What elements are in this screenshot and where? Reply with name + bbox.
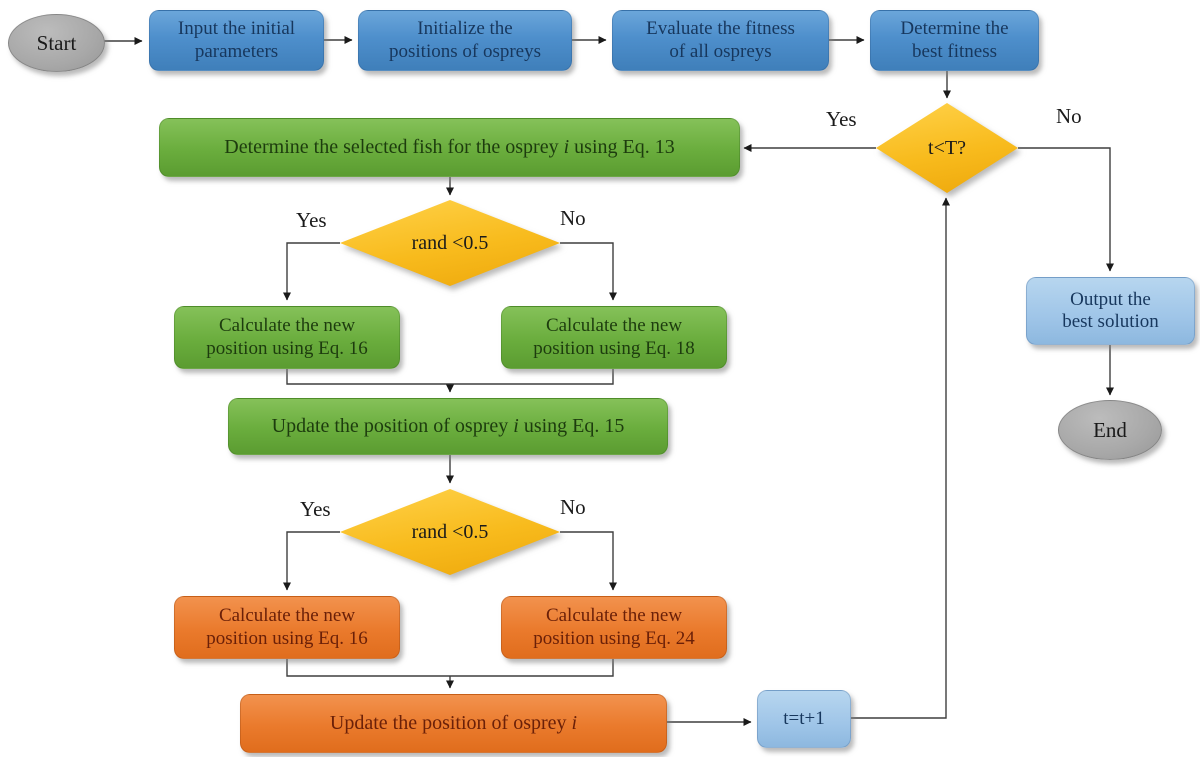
update-eq15-text-italic: i bbox=[513, 414, 519, 437]
update-position-text-before: Update the position of osprey bbox=[329, 711, 572, 734]
initialize-positions-box: Initialize the positions of ospreys bbox=[358, 10, 572, 71]
update-eq15-text-before: Update the position of osprey bbox=[271, 414, 514, 437]
evaluate-fitness-label: Evaluate the fitness of all ospreys bbox=[646, 18, 795, 62]
calc-eq16-orange-box: Calculate the new position using Eq. 16 bbox=[174, 596, 400, 659]
calc-eq16-green-box: Calculate the new position using Eq. 16 bbox=[174, 306, 400, 369]
determine-fish-text-italic: i bbox=[563, 135, 570, 158]
input-parameters-box: Input the initial parameters bbox=[149, 10, 324, 71]
iteration-check-label: t<T? bbox=[928, 136, 966, 159]
end-terminal: End bbox=[1058, 400, 1162, 460]
rand-check-1-diamond: rand <0.5 bbox=[340, 200, 560, 286]
determine-fish-text-before: Determine the selected fish for the ospr… bbox=[224, 135, 564, 158]
calc-eq24-orange-box: Calculate the new position using Eq. 24 bbox=[501, 596, 727, 659]
calc-eq16-orange-label: Calculate the new position using Eq. 16 bbox=[206, 605, 368, 649]
update-eq15-text-after: using Eq. 15 bbox=[518, 414, 625, 437]
iteration-no-label: No bbox=[1056, 104, 1082, 128]
increment-iteration-label: t=t+1 bbox=[783, 707, 825, 729]
end-label: End bbox=[1093, 417, 1127, 442]
evaluate-fitness-box: Evaluate the fitness of all ospreys bbox=[612, 10, 829, 71]
determine-selected-fish-box: Determine the selected fish for the ospr… bbox=[159, 118, 740, 177]
increment-iteration-box: t=t+1 bbox=[757, 690, 851, 748]
rand-check-2-label: rand <0.5 bbox=[411, 520, 489, 543]
iteration-yes-label: Yes bbox=[826, 107, 857, 131]
initialize-positions-label: Initialize the positions of ospreys bbox=[389, 18, 541, 62]
output-best-solution-label: Output the best solution bbox=[1062, 288, 1159, 332]
rand1-yes-label: Yes bbox=[296, 208, 327, 232]
determine-best-fitness-label: Determine the best fitness bbox=[900, 18, 1009, 62]
start-label: Start bbox=[36, 30, 77, 55]
determine-fish-text-after: using Eq. 13 bbox=[569, 135, 675, 158]
calc-eq18-green-label: Calculate the new position using Eq. 18 bbox=[533, 315, 695, 359]
determine-best-fitness-box: Determine the best fitness bbox=[870, 10, 1039, 71]
update-position-box: Update the position of osprey i bbox=[240, 694, 667, 753]
calc-eq16-green-label: Calculate the new position using Eq. 16 bbox=[206, 315, 368, 359]
rand1-no-label: No bbox=[560, 206, 586, 230]
input-parameters-label: Input the initial parameters bbox=[177, 18, 296, 62]
rand-check-2-diamond: rand <0.5 bbox=[340, 489, 560, 575]
rand2-no-label: No bbox=[560, 495, 586, 519]
start-terminal: Start bbox=[8, 14, 105, 72]
rand-check-1-label: rand <0.5 bbox=[411, 231, 489, 254]
iteration-check-diamond: t<T? bbox=[876, 103, 1018, 193]
calc-eq18-green-box: Calculate the new position using Eq. 18 bbox=[501, 306, 727, 369]
calc-eq24-orange-label: Calculate the new position using Eq. 24 bbox=[533, 605, 695, 649]
update-position-eq15-box: Update the position of osprey i using Eq… bbox=[228, 398, 668, 455]
update-position-text-italic: i bbox=[571, 711, 578, 734]
output-best-solution-box: Output the best solution bbox=[1026, 277, 1195, 345]
rand2-yes-label: Yes bbox=[300, 497, 331, 521]
